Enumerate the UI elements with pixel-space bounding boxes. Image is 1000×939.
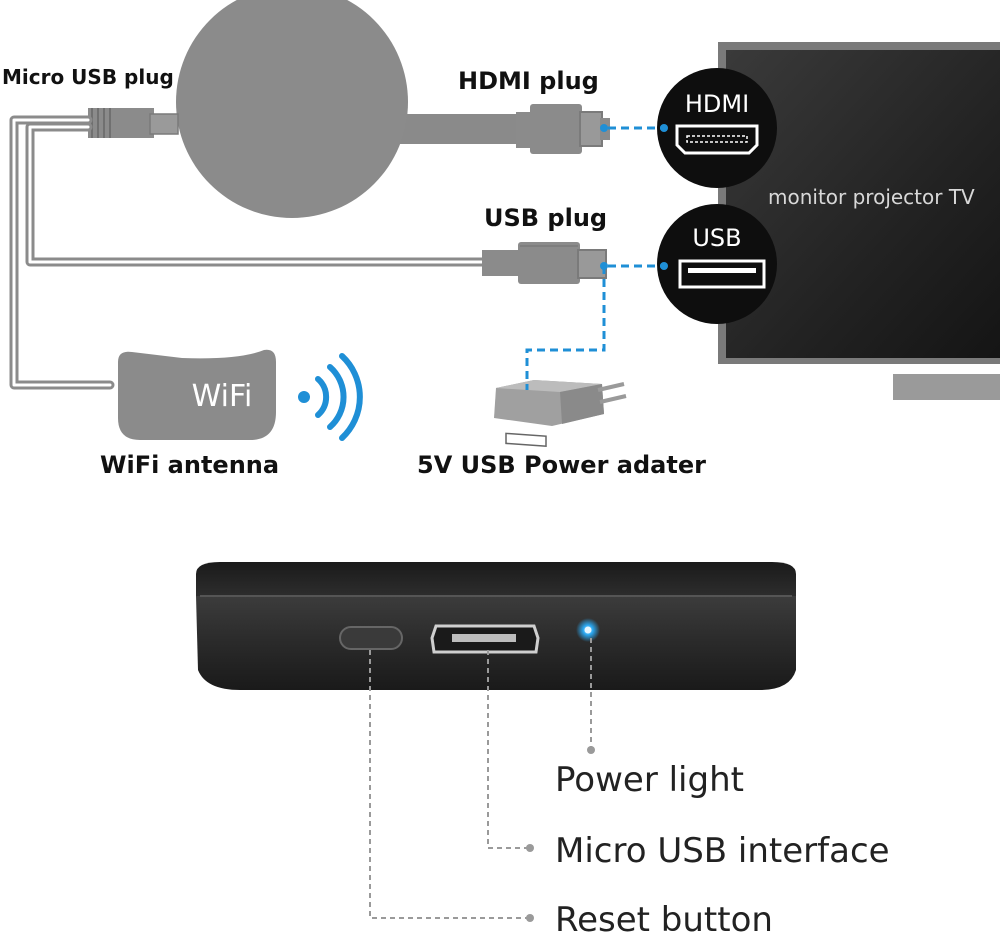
- adapter-connector-line: [525, 266, 606, 390]
- micro-usb-plug: [88, 108, 179, 138]
- tv-stand: [893, 374, 1000, 400]
- wifi-badge-text: WiFi: [192, 379, 253, 414]
- usb-plug: [482, 242, 607, 284]
- wifi-antenna-label: WiFi antenna: [100, 451, 279, 479]
- callout-lines: [369, 638, 592, 919]
- device-top: [196, 562, 796, 596]
- power-light-label: Power light: [555, 760, 744, 800]
- tv-label: monitor projector TV: [768, 185, 975, 209]
- dongle-puck: [176, 0, 408, 218]
- usb-port-icon: [678, 259, 766, 289]
- tv-screen: [726, 50, 1000, 358]
- hdmi-port-badge: HDMI: [657, 68, 777, 188]
- cables-inner: [12, 118, 484, 387]
- usb-port-circle: [657, 204, 777, 324]
- usb-plug-label: USB plug: [484, 204, 607, 232]
- plug-prong: [599, 394, 627, 404]
- wifi-signal-icon: [298, 353, 363, 441]
- reset-button-graphic: [339, 626, 403, 650]
- power-adapter: [494, 380, 627, 447]
- device-side-view: [196, 562, 796, 690]
- hdmi-plug: [516, 104, 610, 154]
- power-led: [584, 626, 592, 634]
- micro-usb-interface-label: Micro USB interface: [555, 831, 890, 871]
- reset-button-label: Reset button: [555, 900, 773, 939]
- callout-dots: [526, 746, 595, 922]
- hdmi-port-icon: [675, 124, 759, 155]
- blue-connector-dots: [600, 124, 668, 270]
- reset-button-callout: [369, 650, 530, 919]
- tv-monitor: [718, 42, 1000, 400]
- micro-usb-plug-label: Micro USB plug: [2, 65, 174, 89]
- wifi-antenna: WiFi: [118, 349, 276, 440]
- hdmi-plug-label: HDMI plug: [458, 67, 599, 95]
- hdmi-port-circle: [657, 68, 777, 188]
- micro-usb-callout: [487, 650, 530, 849]
- plug-prong: [597, 382, 625, 392]
- chromecast-dongle: [176, 0, 520, 218]
- blue-connectors: [525, 126, 664, 390]
- hdmi-port-label: HDMI: [685, 90, 749, 118]
- usb-port-label: USB: [692, 224, 741, 252]
- usb-port-badge: USB: [657, 204, 777, 324]
- power-adapter-label: 5V USB Power adater: [417, 451, 706, 479]
